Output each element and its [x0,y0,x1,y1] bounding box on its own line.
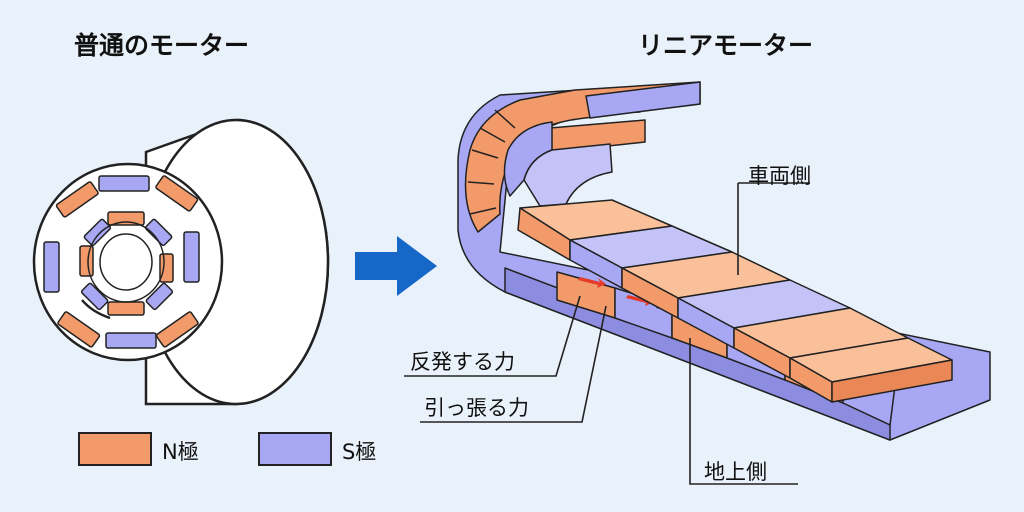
transform-arrow-icon [355,236,437,296]
ground-side-leader [689,338,798,485]
stator-magnet-n [155,311,199,348]
stator-magnet-n [55,181,99,218]
rotation-mark [81,299,111,320]
stator-magnet-s [183,231,200,283]
rotor-magnet-n [159,253,174,283]
rotor-magnet-s [83,218,112,247]
curve-segment-lines [467,109,516,215]
vehicle-curve-face [523,143,613,207]
n-pole-swatch [78,432,152,466]
rotor-magnet-s [80,282,109,311]
rotor-ring [87,221,165,303]
repulsive-force-label: 反発する力 [410,350,515,374]
pulling-force-leader [420,305,607,423]
s-pole-swatch [258,432,332,466]
rotor-magnets [79,211,174,316]
ground-side-label: 地上側 [704,460,767,484]
rotor-hub [99,233,153,291]
rotor-magnet-s [144,218,173,247]
rotary-motor-title: 普通のモーター [74,31,250,60]
stator-magnet-s [43,241,60,293]
callout-lines [404,182,810,485]
vehicle-top-magnet-s [585,81,701,119]
pulling-force-label: 引っ張る力 [424,396,529,420]
force-arrow-icon [578,277,606,288]
vehicle-magnets [519,199,953,383]
vehicle-side-label: 車両側 [748,164,811,188]
linear-motor [457,81,991,441]
rotor-magnet-n [79,245,94,277]
rotor-magnet-s [145,282,174,311]
vehicle-end-face [831,359,953,403]
stator-magnet-n [57,311,101,348]
stator-magnet-s [98,175,150,192]
rotor-magnet-n [107,211,145,226]
rotor-magnet-n [107,301,145,316]
linear-motor-title: リニアモーター [638,31,814,60]
repulsive-force-leader [404,295,581,377]
rotary-motor [32,118,330,406]
s-pole-label: S極 [342,440,377,464]
n-pole-label: N極 [162,440,199,464]
vehicle-side-leader [737,182,810,275]
stator-magnets [43,175,200,349]
vehicle-side-faces [517,207,953,403]
stator-magnet-n [155,175,199,212]
stator-magnet-s [105,332,157,349]
